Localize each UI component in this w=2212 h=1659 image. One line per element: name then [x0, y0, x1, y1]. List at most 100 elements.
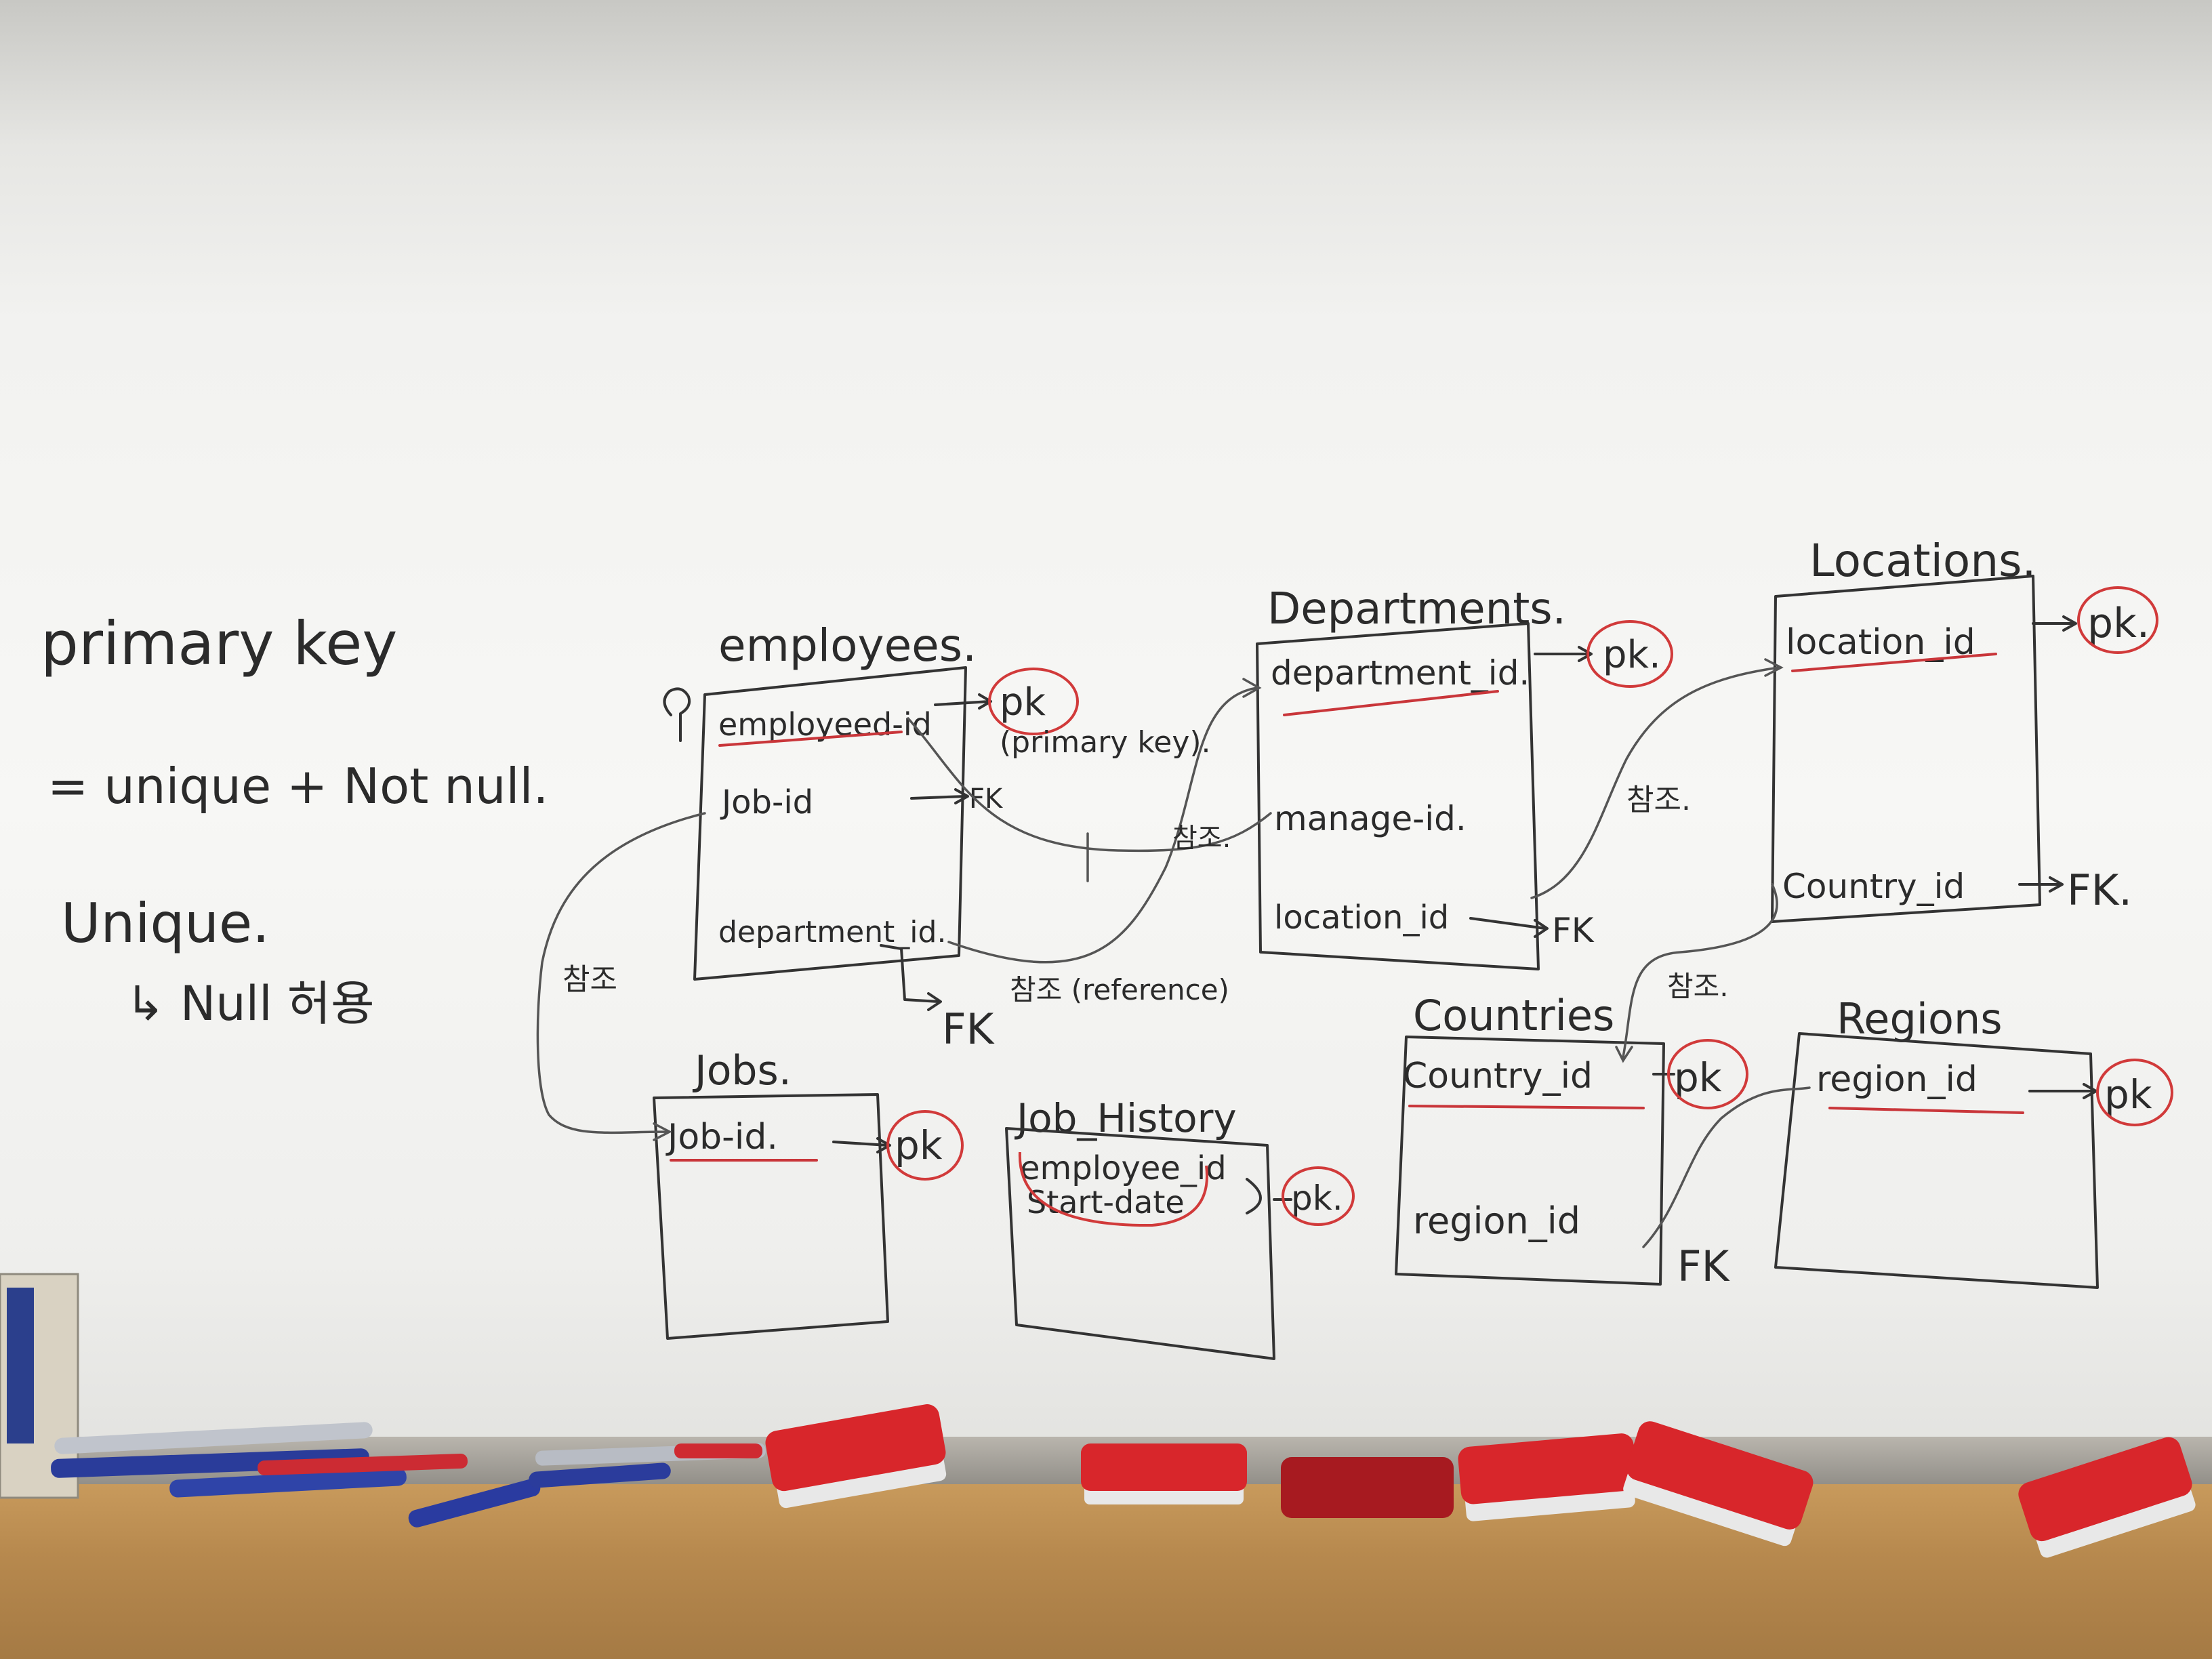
reference-line — [1530, 658, 1784, 899]
regions-pk: pk — [2104, 1071, 2152, 1118]
pk-circle — [2096, 1059, 2173, 1126]
marker-icon — [408, 1479, 541, 1528]
arrow-icon — [880, 944, 942, 1011]
ref-label-jobs: 참조 — [562, 962, 617, 997]
ref-label-loc-country: 참조. — [1667, 970, 1729, 1003]
wooden-ledge — [0, 1484, 2212, 1659]
pk-circle — [1667, 1039, 1748, 1109]
arrow-icon — [910, 788, 969, 804]
job-history-field-start-date: Start-date — [1027, 1184, 1185, 1221]
arrow-icon — [2032, 615, 2077, 632]
marker-icon — [7, 1288, 34, 1443]
note-unique: Unique. — [61, 892, 270, 955]
table-job-history: Job_History employee_id Start-date pk. — [1005, 1095, 1355, 1360]
countries-field-country-id: Country_id — [1403, 1056, 1593, 1097]
locations-field-country-id: Country_id — [1782, 867, 1965, 906]
eraser — [1458, 1433, 1637, 1521]
reference-line — [1642, 1086, 1811, 1248]
jobs-field-job-id: Job-id. — [665, 1117, 778, 1158]
ref-label-emp-mgr: 참조. — [1172, 823, 1231, 854]
employees-title: employees. — [718, 619, 977, 672]
employees-pk: pk — [1000, 680, 1046, 724]
eraser-top — [2018, 1437, 2192, 1542]
job-history-pk: pk. — [1291, 1179, 1343, 1218]
locations-box — [1771, 575, 2041, 923]
job-history-field-employee-id: employee_id — [1020, 1149, 1227, 1187]
eraser-top — [765, 1404, 946, 1492]
erasers — [765, 1404, 2196, 1558]
eraser-top — [1081, 1443, 1247, 1491]
pk-circle — [886, 1110, 964, 1181]
table-departments: Departments. department_id. manage-id. l… — [1256, 584, 1673, 970]
reference-line — [907, 717, 1272, 853]
arrow-icon — [1534, 646, 1593, 662]
key-icon — [663, 687, 691, 742]
countries-pk: pk — [1674, 1054, 1722, 1101]
eraser-top — [1458, 1433, 1637, 1504]
countries-box — [1395, 1036, 1665, 1286]
locations-fk: FK. — [2067, 865, 2132, 915]
arrow-icon — [1469, 917, 1549, 938]
pk-circle — [2077, 586, 2158, 654]
pk-bracket — [1018, 1151, 1208, 1227]
eraser — [1623, 1421, 1814, 1547]
regions-box — [1774, 1032, 2099, 1289]
pk-circle — [988, 668, 1079, 735]
table-locations: Locations. location_id Country_id pk. FK… — [1771, 535, 2158, 923]
regions-field-region-id: region_id — [1816, 1059, 1978, 1100]
jobs-pk: pk — [895, 1122, 943, 1168]
employees-box — [693, 666, 967, 981]
eraser — [1081, 1443, 1247, 1504]
arrow-icon — [2018, 876, 2064, 893]
countries-fk: FK — [1677, 1242, 1730, 1291]
departments-field-department-id: department_id. — [1271, 653, 1530, 693]
locations-pk: pk. — [2087, 600, 2150, 647]
pk-underline — [718, 731, 903, 747]
marker-icon — [258, 1453, 468, 1476]
departments-pk: pk. — [1603, 633, 1661, 677]
countries-field-region-id: region_id — [1413, 1200, 1580, 1242]
pk-circle — [1282, 1166, 1355, 1226]
departments-field-manage-id: manage-id. — [1274, 799, 1467, 838]
employees-field-department-id: department_id. — [718, 915, 946, 949]
reference-lines — [536, 658, 1811, 1248]
eraser-top — [1281, 1457, 1454, 1518]
departments-box — [1256, 622, 1540, 970]
table-regions: Regions region_id pk — [1774, 994, 2173, 1289]
eraser — [765, 1404, 947, 1509]
jobs-box — [653, 1093, 889, 1340]
ref-label-emp-dept: 참조 (reference) — [1010, 973, 1229, 1006]
marker-icon — [54, 1422, 373, 1454]
notes: primary key = unique + Not null. Unique.… — [41, 609, 548, 1031]
marker-icon — [529, 1462, 671, 1488]
employees-pk-note: (primary key). — [1000, 725, 1211, 760]
note-null-allowed: ↳ Null 허용 — [125, 976, 375, 1031]
reference-line — [947, 678, 1262, 964]
job-history-box — [1005, 1127, 1275, 1360]
table-jobs: Jobs. Job-id. pk — [653, 1047, 964, 1340]
ref-label-dept-loc: 참조. — [1626, 783, 1691, 817]
pk-underline — [1408, 1105, 1645, 1109]
pk-circle — [1586, 620, 1673, 688]
jobs-title: Jobs. — [692, 1047, 792, 1094]
arrow-icon — [832, 1137, 891, 1153]
pk-underline — [1283, 690, 1499, 716]
note-unique-not-null: = unique + Not null. — [47, 758, 548, 815]
countries-title: Countries — [1413, 991, 1614, 1040]
markers — [51, 1422, 766, 1528]
table-countries: Countries Country_id region_id pk FK — [1395, 991, 1748, 1291]
arrow-icon — [934, 693, 992, 710]
employees-fk-dept: FK — [942, 1004, 995, 1054]
whiteboard — [0, 0, 2212, 1464]
departments-fk: FK — [1552, 911, 1595, 950]
reference-line — [1615, 883, 1778, 1063]
reference-line — [536, 812, 706, 1141]
eraser-top — [1626, 1421, 1814, 1530]
note-primary-key: primary key — [41, 609, 397, 678]
eraser — [1281, 1457, 1454, 1518]
pk-underline — [1828, 1107, 2024, 1114]
eraser — [2018, 1437, 2196, 1558]
tray-items — [0, 1273, 2196, 1558]
table-employees: employees. employeed-id Job-id departmen… — [663, 619, 1211, 1054]
